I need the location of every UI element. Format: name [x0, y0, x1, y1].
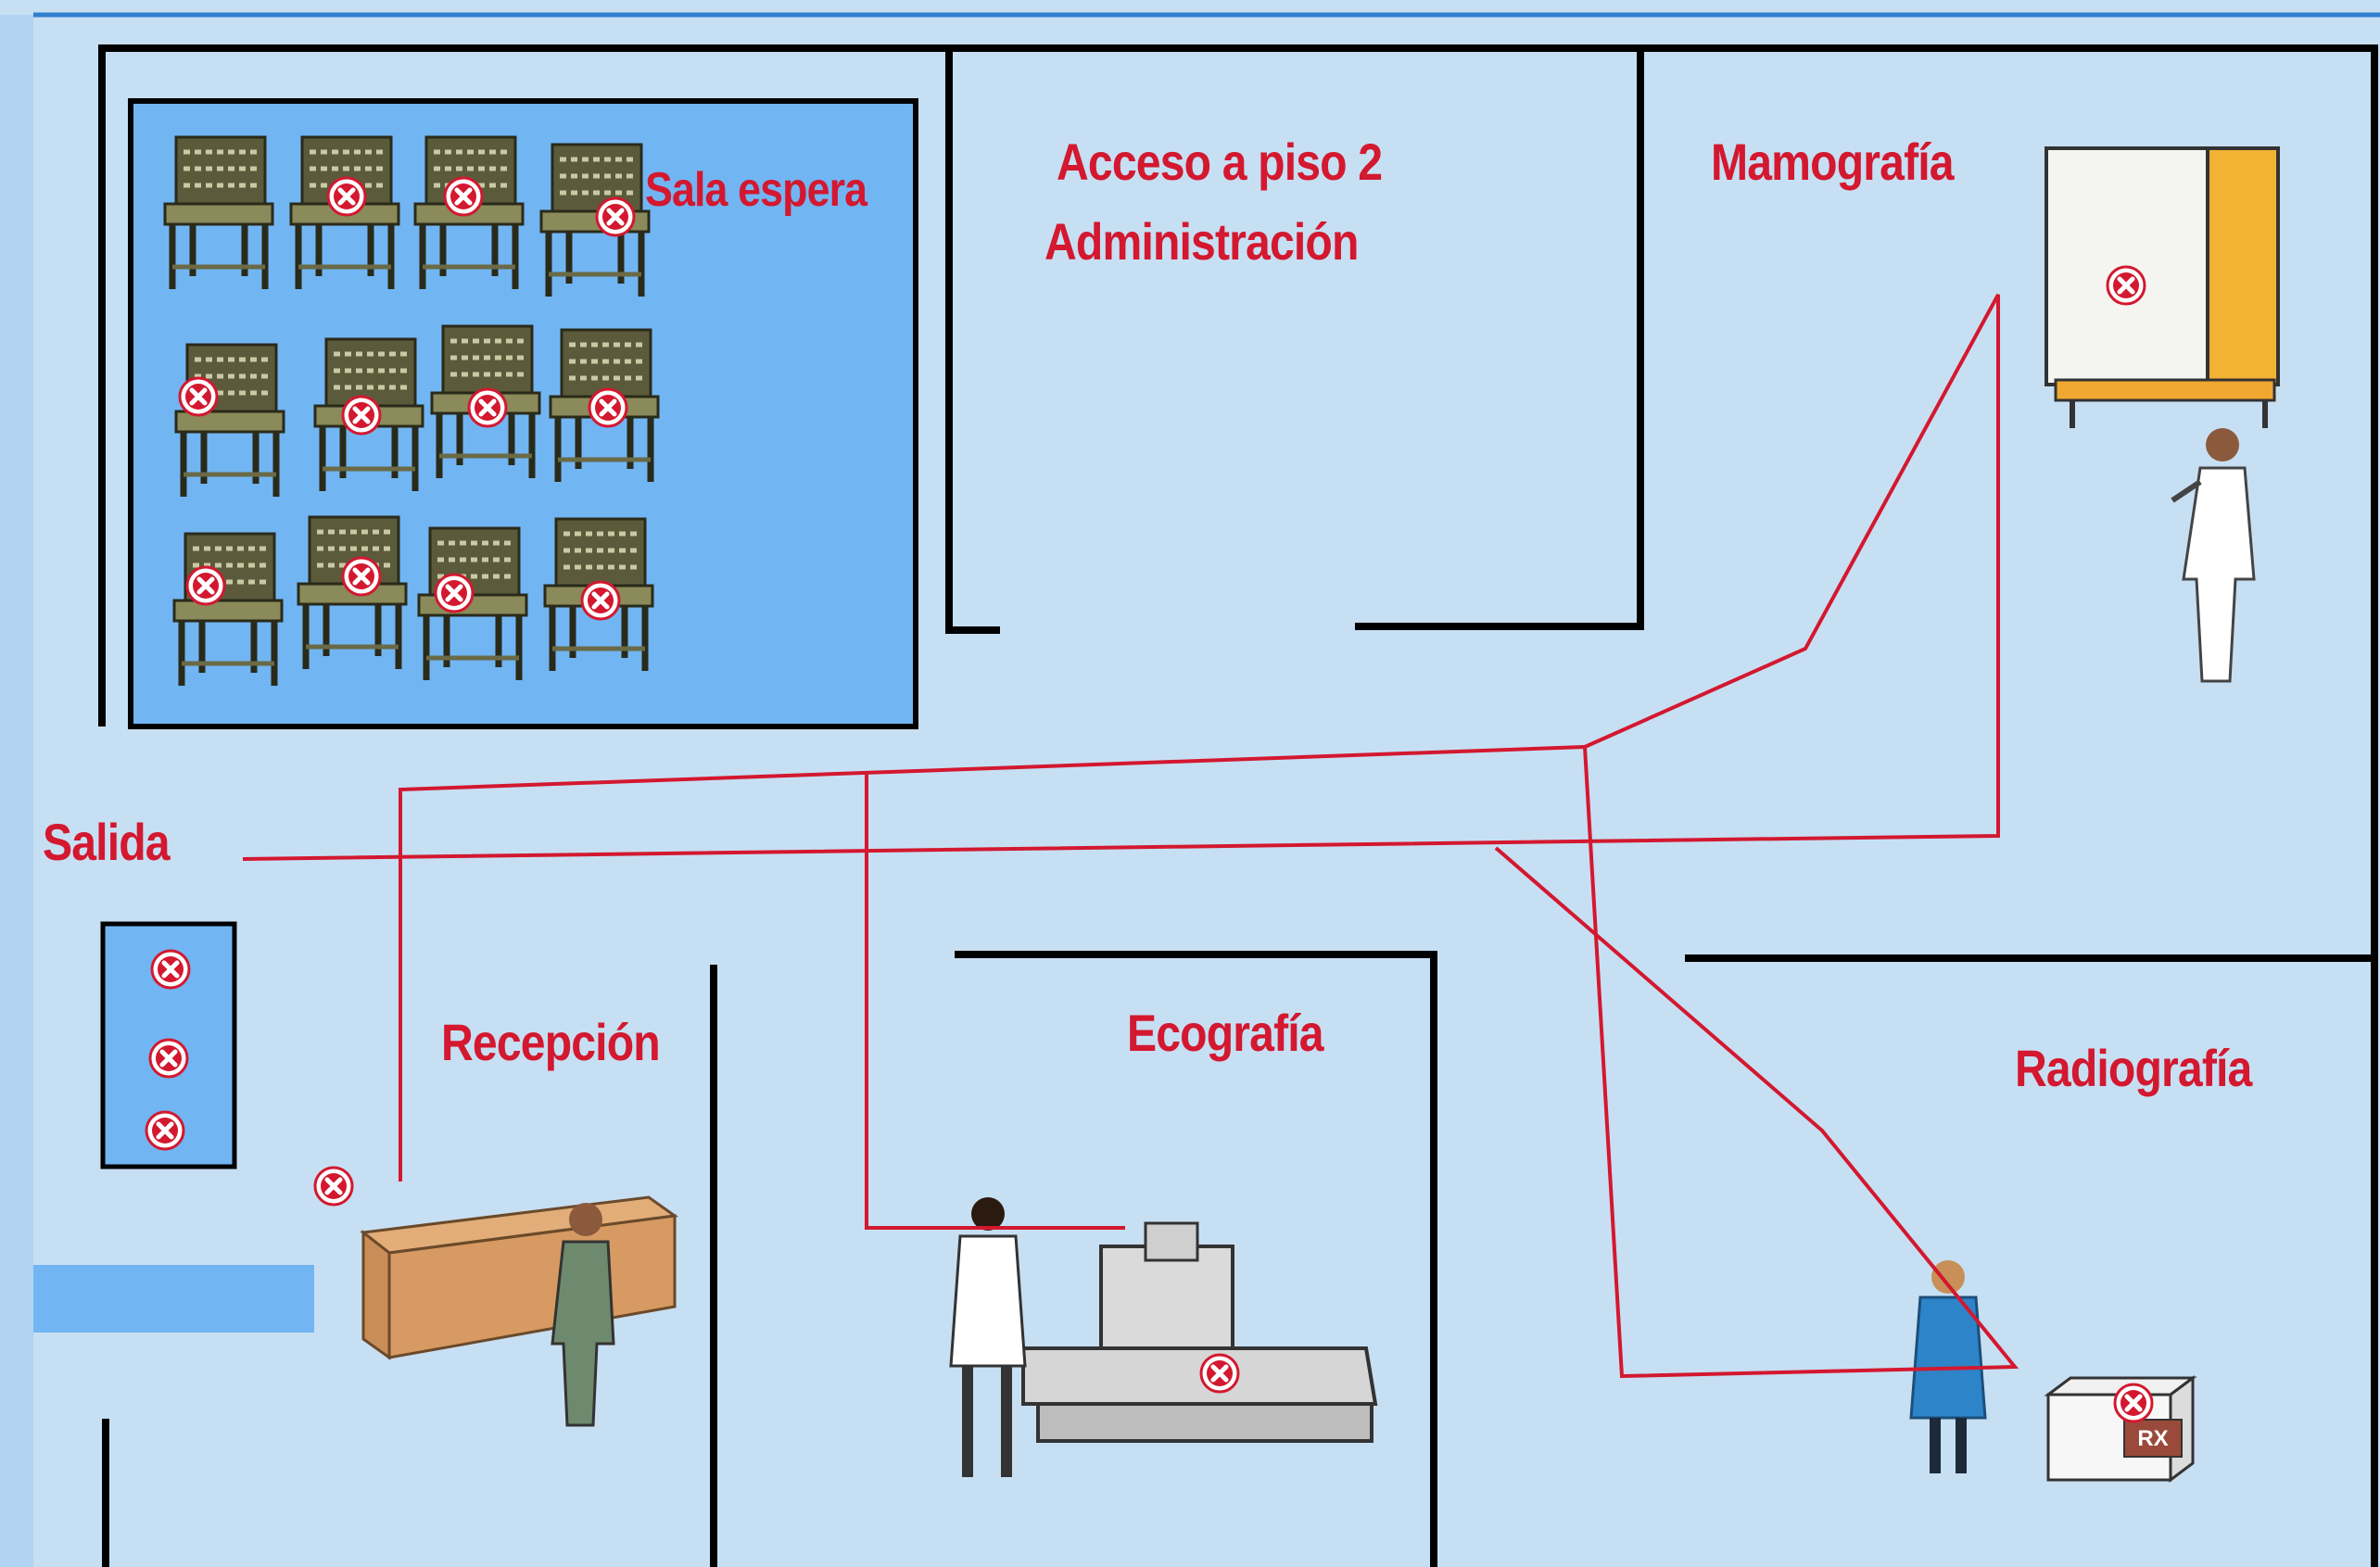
person-icon	[551, 1203, 615, 1427]
x-circle-marker-icon	[343, 558, 380, 595]
person-icon	[949, 1197, 1027, 1477]
evacuation-route	[242, 294, 2019, 1379]
x-circle-marker-icon	[582, 582, 619, 619]
person-icon	[1909, 1260, 1987, 1473]
chair-icon	[419, 528, 526, 680]
chair-icon	[165, 137, 272, 289]
wall-outer-top-left	[98, 44, 2376, 727]
chair-icon	[174, 534, 282, 686]
route-main-exit	[242, 294, 2000, 861]
x-circle-marker-icon	[328, 178, 365, 215]
x-circle-marker-icon	[146, 1112, 184, 1149]
top-border	[0, 0, 2380, 15]
mammography-machine-icon	[2045, 146, 2280, 428]
rx-tag-label: RX	[2137, 1426, 2168, 1451]
route-reception-branch	[399, 744, 2019, 1379]
label-administration: Administración	[1044, 212, 1359, 271]
label-exit: Salida	[43, 813, 171, 871]
reception-desk-icon	[360, 1195, 678, 1360]
x-circle-marker-icon	[152, 951, 189, 988]
label-radiography: Radiografía	[2015, 1039, 2252, 1097]
person-icon	[2171, 428, 2256, 683]
wall-floor2-bottom	[1355, 52, 1644, 630]
x-circle-marker-icon	[343, 397, 380, 434]
label-ultrasound: Ecografía	[1127, 1004, 1324, 1062]
x-circle-marker-icon	[597, 198, 634, 235]
x-circle-marker-icon	[150, 1040, 187, 1077]
x-circle-marker-icon	[2108, 267, 2145, 304]
x-circle-marker-icon	[469, 389, 506, 426]
label-floor2-access: Acceso a piso 2	[1057, 133, 1383, 191]
x-circle-marker-icon	[187, 567, 224, 604]
left-edge-strip	[0, 0, 33, 1567]
x-circle-marker-icon	[180, 378, 217, 415]
label-mammography: Mamografía	[1711, 133, 1955, 191]
label-reception: Recepción	[441, 1013, 661, 1071]
x-circle-marker-icon	[589, 389, 627, 426]
walls	[98, 44, 2378, 1567]
x-circle-marker-icon	[1201, 1355, 1238, 1392]
ultrasound-machine-icon	[1021, 1221, 1378, 1443]
label-waiting-room: Sala espera	[645, 163, 867, 217]
wall-ultrasound	[955, 951, 1437, 1567]
entrance-corridor	[33, 1265, 314, 1333]
wall-floor2-access	[945, 52, 1000, 634]
x-circle-marker-icon	[445, 178, 482, 215]
chair-icon	[176, 345, 284, 497]
x-circle-marker-icon	[2115, 1384, 2152, 1422]
route-ultrasound-branch	[865, 774, 1125, 1230]
rx-tag-box	[2123, 1419, 2183, 1458]
x-circle-marker-icon	[315, 1168, 352, 1205]
x-circle-marker-icon	[436, 575, 473, 612]
